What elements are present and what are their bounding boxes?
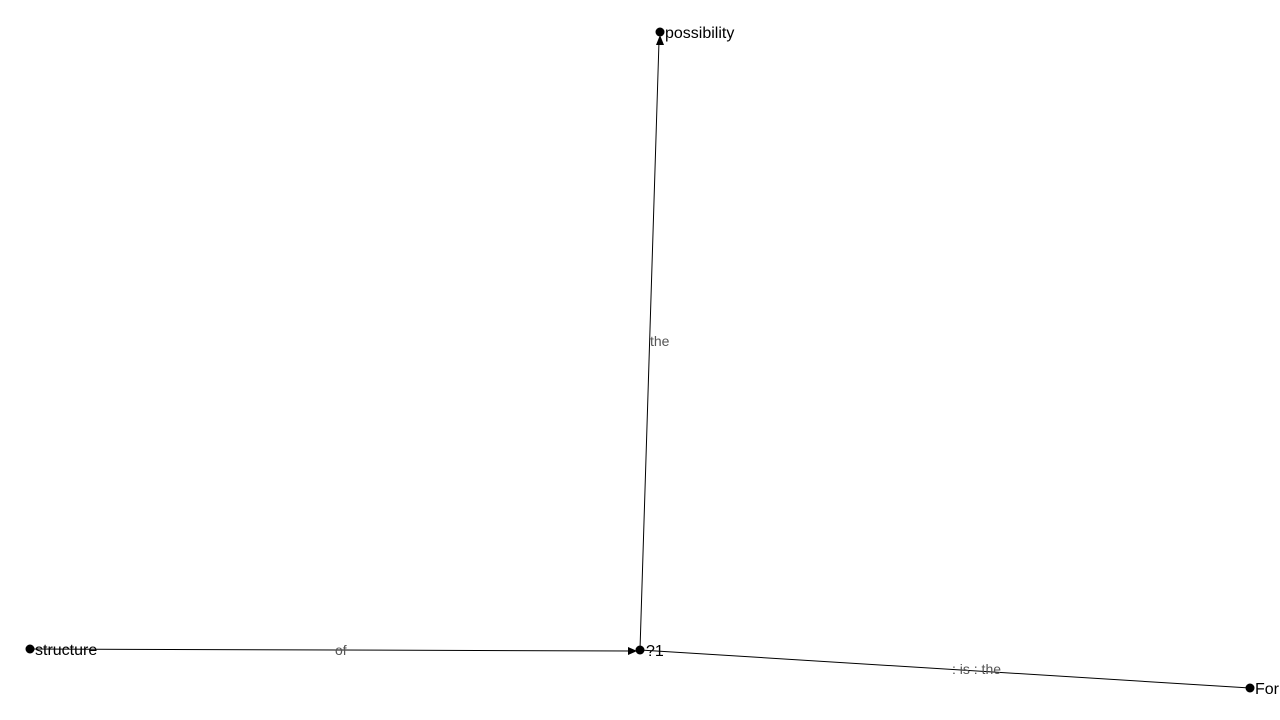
node-dot-icon (1245, 683, 1255, 693)
arrowhead-icon (656, 35, 664, 45)
node-dot-icon (655, 27, 665, 37)
node-label: structure (35, 642, 97, 659)
edge-n21-to-possibility (639, 40, 660, 651)
node-label: possibility (665, 25, 734, 42)
node-possibility[interactable]: possibility (655, 25, 735, 42)
edge-labels-layer: of the : is : the (335, 333, 1001, 677)
node-label: ?1 (646, 643, 664, 660)
edge-label-of: of (335, 642, 347, 658)
edge-structure-to-n21 (29, 648, 634, 652)
edge-label-is-the: : is : the (952, 661, 1001, 677)
node-label: For (1255, 681, 1280, 698)
edge-n21-to-form (639, 649, 1251, 689)
node-dot-icon (25, 644, 35, 654)
edges-layer (29, 35, 1251, 689)
arrowhead-icon (628, 647, 637, 655)
node-structure[interactable]: structure (25, 642, 98, 659)
edge-label-the: the (650, 333, 670, 349)
node-n21[interactable]: ?1 (635, 643, 664, 660)
nodes-layer: possibility structure ?1 For (25, 25, 1280, 698)
node-form[interactable]: For (1245, 681, 1280, 698)
node-dot-icon (635, 645, 645, 655)
